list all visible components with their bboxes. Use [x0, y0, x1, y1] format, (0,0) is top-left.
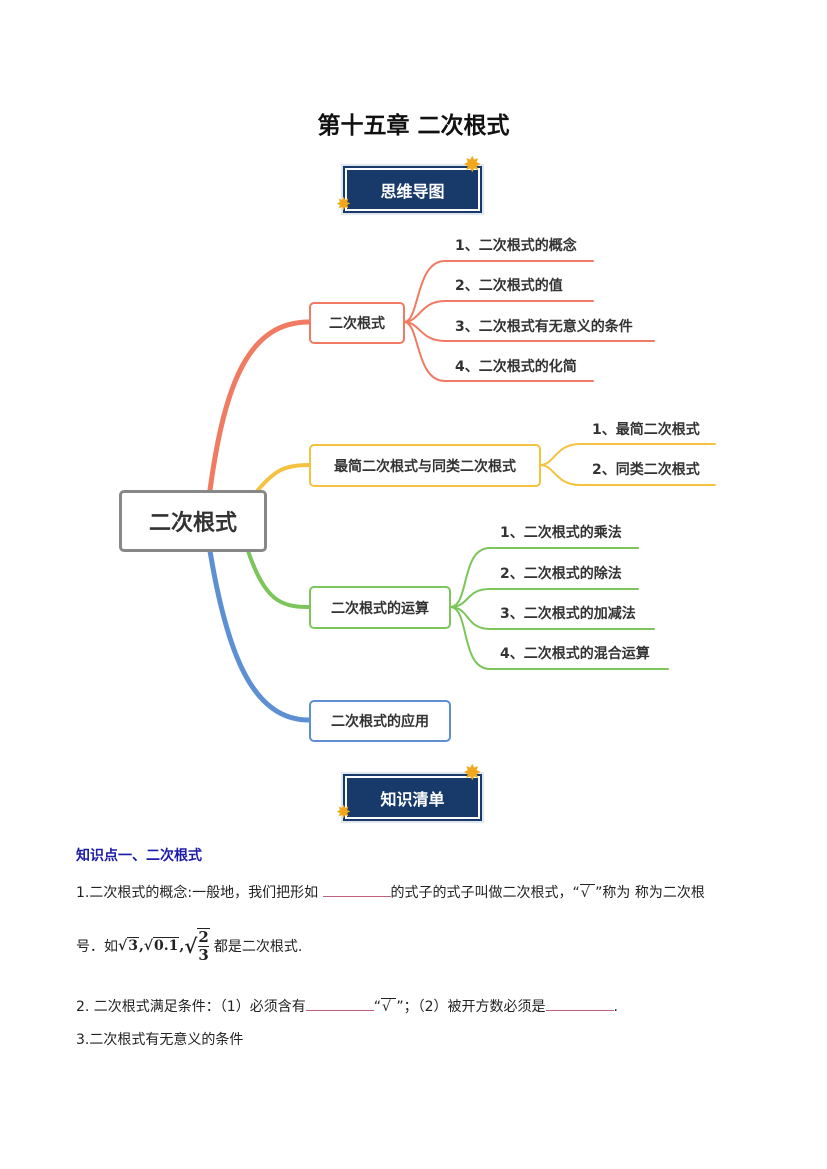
text: ”；（2）被开方数必须是 — [396, 999, 546, 1015]
radical-sign: √ — [380, 998, 397, 1015]
text: 1.二次根式的概念:一般地，我们把形如 — [76, 885, 323, 901]
leaf-item: 1、二次根式的乘法 — [500, 525, 622, 541]
branch-blue — [207, 548, 312, 723]
leaf-item: 1、二次根式的概念 — [455, 238, 577, 254]
center-node: 二次根式 — [119, 490, 267, 552]
leaf-item: 4、二次根式的化简 — [455, 359, 577, 375]
leaf-item: 1、最简二次根式 — [592, 422, 700, 438]
blank-line — [305, 996, 374, 1011]
branch-node-2: 最简二次根式与同类二次根式 — [309, 444, 541, 487]
paragraph-1: 1.二次根式的概念:一般地，我们把形如 的式子的式子叫做二次根式，“√ ”称为 … — [76, 882, 705, 902]
section-heading: 知识点一、二次根式 — [76, 848, 202, 864]
leaf-item: 2、同类二次根式 — [592, 462, 700, 478]
blank-line — [322, 882, 391, 897]
star-icon: ✸ — [336, 802, 352, 823]
text: 2. 二次根式满足条件：（1）必须含有 — [76, 999, 306, 1015]
sqrt-0-1: √0.1, — [143, 937, 185, 954]
blank-line — [545, 996, 614, 1011]
branch-node-1: 二次根式 — [309, 302, 405, 344]
star-icon: ✸ — [463, 153, 482, 178]
branch-yellow — [256, 463, 311, 492]
text: “ — [373, 999, 381, 1015]
branch-green — [246, 549, 311, 609]
star-icon: ✸ — [336, 194, 352, 215]
radical-sign: √ — [579, 884, 596, 901]
branch-red — [207, 319, 312, 493]
branch-node-4: 二次根式的应用 — [309, 700, 451, 742]
leaf-item: 4、二次根式的混合运算 — [500, 646, 650, 662]
text: 都是二次根式. — [213, 939, 303, 955]
leaf-item: 3、二次根式有无意义的条件 — [455, 319, 633, 335]
mindmap-banner: 思维导图 — [343, 166, 482, 213]
text: 的式子的式子叫做二次根式，“ — [390, 885, 580, 901]
text: ”称为 称为二次根 — [595, 885, 705, 901]
text: . — [613, 999, 618, 1015]
leaf-item: 3、二次根式的加减法 — [500, 606, 636, 622]
sqrt-3: √3, — [118, 937, 144, 954]
paragraph-3: 2. 二次根式满足条件：（1）必须含有 “√ ”；（2）被开方数必须是. — [76, 996, 618, 1016]
page-title: 第十五章 二次根式 — [317, 113, 510, 139]
leaf-item: 2、二次根式的值 — [455, 278, 563, 294]
leaf-item: 2、二次根式的除法 — [500, 566, 622, 582]
text: 号．如 — [76, 939, 118, 955]
paragraph-4: 3.二次根式有无意义的条件 — [76, 1032, 244, 1048]
branch-node-3: 二次根式的运算 — [309, 586, 451, 629]
knowledge-banner: 知识清单 — [343, 774, 482, 821]
star-icon: ✸ — [463, 761, 482, 786]
